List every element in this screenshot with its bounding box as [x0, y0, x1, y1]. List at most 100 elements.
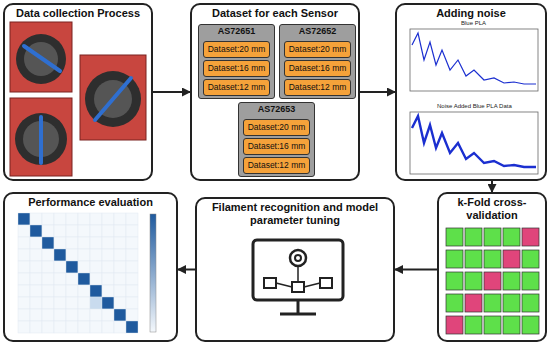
matrix-cell: [42, 261, 54, 273]
matrix-cell: [114, 237, 126, 249]
matrix-cell: [66, 225, 78, 237]
matrix-cell: [114, 321, 126, 333]
matrix-cell: [78, 225, 90, 237]
matrix-cell: [42, 309, 54, 321]
matrix-cell: [102, 321, 114, 333]
matrix-cell: [90, 261, 102, 273]
matrix-cell: [78, 285, 90, 297]
matrix-cell: [114, 261, 126, 273]
fold-grid: [446, 228, 539, 334]
matrix-cell: [90, 237, 102, 249]
matrix-cell: [90, 225, 102, 237]
matrix-cell: [54, 261, 66, 273]
sensor-group: AS72651Dataset:20 mmDataset:16 mmDataset…: [198, 24, 275, 99]
matrix-cell: [102, 273, 114, 285]
matrix-cell: [30, 297, 42, 309]
matrix-cell: [54, 285, 66, 297]
matrix-cell: [78, 309, 90, 321]
matrix-cell: [114, 309, 126, 321]
matrix-cell: [126, 213, 138, 225]
matrix-cell: [30, 261, 42, 273]
matrix-cell: [54, 225, 66, 237]
dataset-box: Dataset:12 mm: [284, 79, 351, 96]
matrix-cell: [42, 297, 54, 309]
matrix-cell: [90, 309, 102, 321]
matrix-cell: [66, 309, 78, 321]
matrix-cell: [30, 213, 42, 225]
flow-arrow: [491, 181, 493, 192]
dataset-box: Dataset:16 mm: [243, 138, 310, 155]
matrix-cell: [126, 261, 138, 273]
computer-icon: [253, 240, 343, 314]
dataset-label: Dataset:12 mm: [208, 83, 266, 92]
matrix-cell: [66, 261, 78, 273]
matrix-cell: [78, 273, 90, 285]
matrix-cell: [42, 225, 54, 237]
matrix-cell: [78, 213, 90, 225]
matrix-cell: [90, 297, 102, 309]
dataset-label: Dataset:20 mm: [208, 45, 266, 54]
flow-arrow: [395, 269, 437, 271]
sensor-label: AS72652: [280, 25, 355, 37]
panel-box: Data collection Process: [3, 3, 153, 181]
matrix-cell: [30, 285, 42, 297]
matrix-cell: [66, 249, 78, 261]
dataset-label: Dataset:12 mm: [248, 161, 306, 170]
matrix-cell: [126, 237, 138, 249]
matrix-cell: [18, 225, 30, 237]
matrix-cell: [126, 249, 138, 261]
matrix-cell: [102, 237, 114, 249]
matrix-cell: [78, 321, 90, 333]
panel-title: Filament recognition and model parameter…: [197, 199, 393, 226]
matrix-cell: [78, 297, 90, 309]
matrix-cell: [66, 237, 78, 249]
matrix-cell: [126, 321, 138, 333]
matrix-cell: [18, 237, 30, 249]
matrix-cell: [102, 225, 114, 237]
dataset-box: Dataset:16 mm: [203, 60, 270, 77]
matrix-cell: [66, 273, 78, 285]
matrix-cell: [30, 225, 42, 237]
flow-arrow: [153, 91, 190, 93]
spectrum-plot: [410, 29, 538, 174]
matrix-cell: [30, 273, 42, 285]
matrix-cell: [78, 237, 90, 249]
dataset-box: Dataset:20 mm: [203, 41, 270, 58]
matrix-cell: [114, 213, 126, 225]
matrix-cell: [90, 285, 102, 297]
matrix-cell: [126, 297, 138, 309]
matrix-cell: [54, 249, 66, 261]
panel-box: Filament recognition and model parameter…: [195, 197, 395, 342]
matrix-cell: [54, 273, 66, 285]
matrix-cell: [102, 285, 114, 297]
dataset-label: Dataset:16 mm: [248, 142, 306, 151]
matrix-cell: [66, 285, 78, 297]
flow-arrow: [178, 269, 195, 271]
matrix-cell: [114, 249, 126, 261]
matrix-cell: [18, 249, 30, 261]
dataset-label: Dataset:16 mm: [289, 64, 347, 73]
panel-title: Adding noise: [397, 5, 545, 20]
matrix-cell: [102, 249, 114, 261]
panel-box: k-Fold cross-validation: [437, 192, 547, 342]
matrix-cell: [18, 321, 30, 333]
dataset-box: Dataset:12 mm: [203, 79, 270, 96]
matrix-cell: [126, 273, 138, 285]
panel-title: k-Fold cross-validation: [439, 194, 545, 221]
confusion-matrix: [18, 213, 138, 333]
sensor-label: AS72653: [239, 103, 314, 115]
matrix-cell: [126, 309, 138, 321]
dataset-box: Dataset:12 mm: [243, 157, 310, 174]
matrix-cell: [78, 261, 90, 273]
matrix-cell: [90, 213, 102, 225]
matrix-cell: [42, 237, 54, 249]
matrix-cell: [30, 321, 42, 333]
matrix-cell: [54, 213, 66, 225]
panel-box: Dataset for each SensorAS72651Dataset:20…: [190, 3, 360, 181]
sensor-group: AS72652Dataset:20 mmDataset:16 mmDataset…: [279, 24, 356, 99]
matrix-cell: [42, 249, 54, 261]
matrix-cell: [54, 309, 66, 321]
matrix-cell: [114, 297, 126, 309]
matrix-cell: [18, 309, 30, 321]
panel-title: Dataset for each Sensor: [192, 5, 358, 20]
